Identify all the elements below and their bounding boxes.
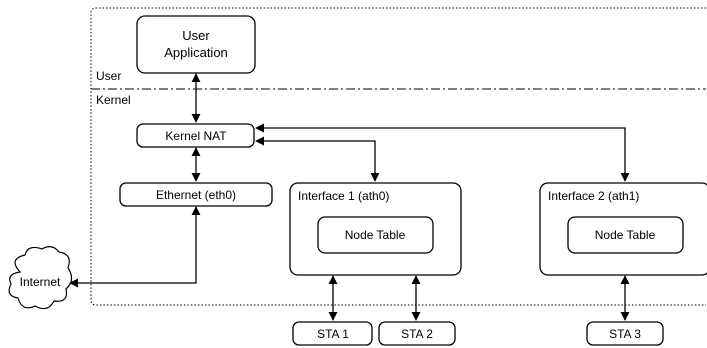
- kernel-nat-label: Kernel NAT: [165, 129, 227, 143]
- kernel-zone-label: Kernel: [96, 93, 131, 107]
- user-application-node: User Application: [136, 15, 256, 74]
- sta2-label: STA 2: [401, 327, 433, 341]
- interface2-label: Interface 2 (ath1): [548, 189, 639, 203]
- interface1-node: Interface 1 (ath0) Node Table: [289, 182, 462, 276]
- sta1-node: STA 1: [292, 321, 373, 346]
- internet-label: Internet: [20, 275, 61, 289]
- cloud-icon: [8, 246, 73, 310]
- interface2-node: Interface 2 (ath1) Node Table: [539, 182, 707, 276]
- node-table-2-label: Node Table: [595, 228, 656, 242]
- system-boundary: [90, 7, 706, 306]
- user-application-label-line1: User: [182, 28, 210, 43]
- connections: [69, 73, 630, 321]
- ethernet-node: Ethernet (eth0): [119, 182, 273, 207]
- ethernet-label: Ethernet (eth0): [156, 188, 236, 202]
- interface1-label: Interface 1 (ath0): [298, 189, 389, 203]
- edge-ethernet-internet: [69, 206, 201, 288]
- user-application-label-line2: Application: [164, 45, 228, 60]
- edge-nat-interface1: [255, 136, 380, 182]
- sta3-node: STA 3: [586, 321, 664, 346]
- internet-cloud: Internet: [8, 246, 73, 310]
- user-zone-label: User: [96, 69, 121, 83]
- kernel-nat-node: Kernel NAT: [136, 123, 255, 148]
- sta1-label: STA 1: [317, 327, 349, 341]
- edge-nat-interface2: [255, 123, 630, 182]
- sta2-node: STA 2: [378, 321, 456, 346]
- node-table-1-label: Node Table: [345, 228, 406, 242]
- sta3-label: STA 3: [609, 327, 641, 341]
